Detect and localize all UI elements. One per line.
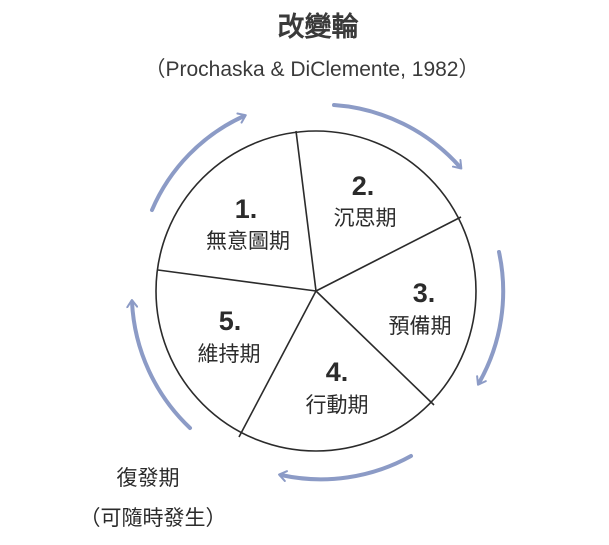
- stage-3-name: 預備期: [389, 314, 452, 338]
- stage-4-number: 4.: [326, 357, 349, 387]
- cycle-arrow-3: [476, 250, 506, 386]
- stage-2-number: 2.: [352, 171, 375, 201]
- stage-4: 4. 行動期: [306, 357, 369, 417]
- diagram-citation: （Prochaska & DiClemente, 1982）: [145, 58, 480, 81]
- diagram-title: 改變輪: [278, 11, 360, 43]
- divider-4-5: [238, 290, 317, 438]
- stage-5: 5. 維持期: [198, 306, 261, 366]
- stage-4-name: 行動期: [306, 393, 369, 417]
- stage-5-number: 5.: [219, 306, 242, 336]
- divider-3-4: [315, 290, 435, 406]
- cycle-arrow-4: [278, 454, 413, 482]
- stage-5-name: 維持期: [198, 342, 261, 366]
- cycle-arrow-1: [150, 112, 247, 212]
- divider-1-2: [295, 130, 317, 292]
- stage-2: 2. 沉思期: [334, 171, 397, 230]
- stage-1: 1. 無意圖期: [206, 194, 290, 253]
- stage-1-number: 1.: [235, 194, 258, 224]
- cycle-arrow-2: [332, 103, 463, 170]
- relapse-label: 復發期: [117, 466, 180, 490]
- stage-3-number: 3.: [413, 278, 436, 308]
- stage-2-name: 沉思期: [334, 206, 397, 230]
- relapse-note: （可隨時發生）: [80, 506, 227, 530]
- wheel-circle: [155, 130, 477, 452]
- cycle-arrow-5: [126, 299, 192, 430]
- stage-3: 3. 預備期: [389, 278, 452, 338]
- divider-5-1: [157, 269, 317, 292]
- stage-1-name: 無意圖期: [206, 229, 290, 253]
- divider-2-3: [315, 216, 462, 292]
